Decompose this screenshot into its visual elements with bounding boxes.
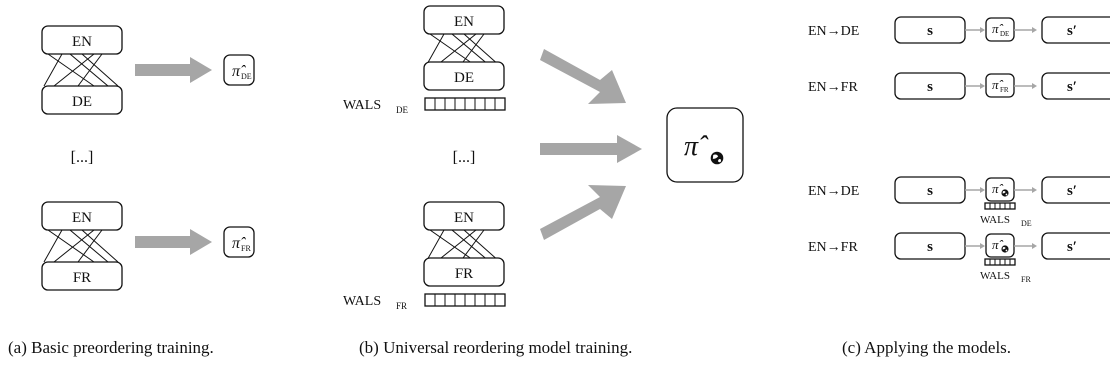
wals-vector (984, 258, 1016, 266)
alignment-lines (43, 53, 119, 87)
flow-arrowhead (1032, 243, 1037, 249)
output-box (1041, 232, 1110, 260)
globe-icon (710, 151, 724, 165)
model-box: π̂DE (985, 17, 1015, 42)
wals-label: WALS (343, 294, 381, 309)
input-label: s (927, 23, 933, 39)
caption-b: (b) Universal reordering model training. (359, 338, 633, 357)
output-label: s′ (1067, 23, 1077, 39)
output-label: s′ (1067, 239, 1077, 255)
language-pair-label: EN→DE (808, 24, 859, 39)
globe-icon (1001, 245, 1009, 253)
wals-vector (424, 293, 506, 307)
model-box: π̂FR (985, 73, 1015, 98)
model-subscript: FR (241, 244, 251, 253)
model-subscript: FR (1000, 86, 1009, 94)
model-symbol: π̂ (992, 237, 1004, 252)
language-pair-label: EN→FR (808, 240, 858, 255)
application-row: EN→FR s π̂FR s′ (808, 72, 1110, 100)
arrow-b1 (540, 49, 626, 104)
language-pair-label: EN→FR (808, 80, 858, 95)
alignment-pair-2: EN FR (423, 201, 505, 287)
arrow-b3 (540, 185, 626, 240)
output-box (1041, 176, 1110, 204)
alignment-pair-1: EN DE (423, 5, 505, 91)
alignment-lines (425, 33, 501, 67)
target-box (423, 61, 505, 91)
universal-model: π̂ (666, 107, 744, 183)
panel-a: EN DE π̂ DE [...] EN FR π̂ (41, 25, 255, 291)
target-label: DE (72, 94, 92, 110)
flow-arrowhead (1032, 83, 1037, 89)
output-box (1041, 16, 1110, 44)
target-box (41, 261, 123, 291)
source-label: EN (454, 210, 474, 226)
model-symbol: π̂ (992, 77, 1004, 92)
alignment-pair-1: EN DE (41, 25, 123, 115)
caption-a: (a) Basic preordering training. (8, 338, 214, 357)
ellipsis: [...] (453, 149, 476, 166)
flow-arrowhead (1032, 187, 1037, 193)
alignment-pair-2: EN FR (41, 201, 123, 291)
language-pair-label: EN→DE (808, 184, 859, 199)
flow-arrowhead (980, 187, 985, 193)
alignment-lines (425, 229, 501, 263)
model-subscript: DE (241, 72, 252, 81)
wals-label: WALS (343, 98, 381, 113)
wals-fr: WALS FR (343, 293, 506, 311)
globe-icon (1001, 189, 1009, 197)
input-label: s (927, 79, 933, 95)
caption-c: (c) Applying the models. (842, 338, 1012, 357)
model-symbol: π̂ (992, 21, 1004, 36)
output-label: s′ (1067, 183, 1077, 199)
wals-de: WALS DE (343, 97, 506, 115)
target-box (41, 85, 123, 115)
wals-subscript: FR (1021, 275, 1031, 284)
wals-label: WALS (980, 214, 1010, 226)
flow-arrowhead (980, 27, 985, 33)
source-label: EN (454, 14, 474, 30)
wals-vector (424, 97, 506, 111)
arrow-b2 (540, 135, 642, 163)
source-label: EN (72, 34, 92, 50)
arrow-a1 (135, 57, 212, 83)
wals-subscript: DE (396, 105, 408, 115)
output-box (1041, 72, 1110, 100)
model-box: π̂ (985, 177, 1015, 202)
input-label: s (927, 183, 933, 199)
ellipsis: [...] (71, 149, 94, 166)
target-box (423, 257, 505, 287)
wals-vector (984, 202, 1016, 210)
model-de: π̂ DE (223, 54, 255, 86)
model-symbol: π̂ (992, 181, 1004, 196)
wals-subscript: DE (1021, 219, 1032, 228)
alignment-lines (43, 229, 119, 263)
wals-subscript: FR (396, 301, 407, 311)
target-label: FR (455, 266, 473, 282)
arrow-a2 (135, 229, 212, 255)
output-label: s′ (1067, 79, 1077, 95)
model-subscript: DE (1000, 30, 1009, 38)
panel-b: EN DE WALS DE [...] EN FR WALS FR (343, 5, 744, 311)
application-row: EN→DE s π̂ WALS DE s′ (808, 176, 1110, 228)
application-row: EN→FR s π̂ WALS FR s′ (808, 232, 1110, 284)
application-row: EN→DE s π̂DE s′ (808, 16, 1110, 44)
model-box: π̂ (985, 233, 1015, 258)
flow-arrowhead (980, 243, 985, 249)
target-label: FR (73, 270, 91, 286)
wals-label: WALS (980, 270, 1010, 282)
input-label: s (927, 239, 933, 255)
model-fr: π̂ FR (223, 226, 255, 258)
source-label: EN (72, 210, 92, 226)
flow-arrowhead (980, 83, 985, 89)
flow-arrowhead (1032, 27, 1037, 33)
target-label: DE (454, 70, 474, 86)
